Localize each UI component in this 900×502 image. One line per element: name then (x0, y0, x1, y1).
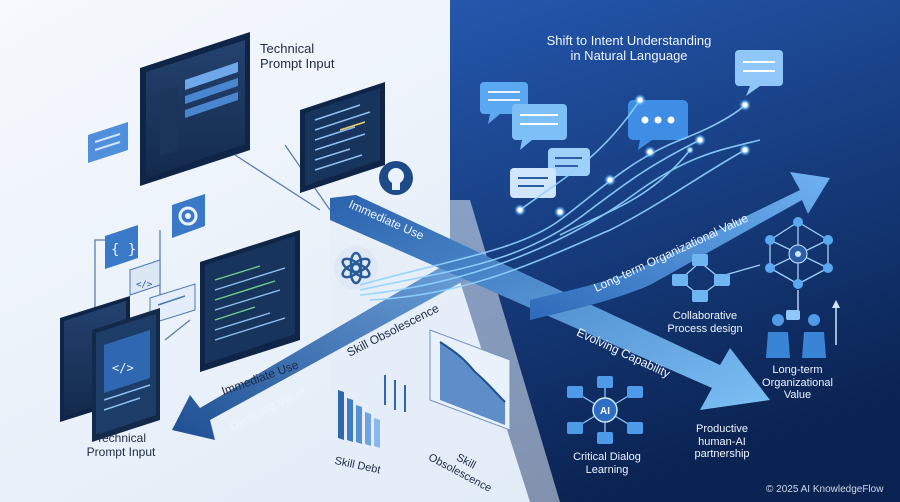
declining-chart-panel (429, 329, 511, 431)
code-monitor-middle (200, 230, 300, 372)
collaborative-network-icon (672, 254, 761, 302)
code-editor-panel (300, 82, 385, 193)
chat-bubble-icon (510, 168, 556, 198)
ai-hub-network: AI (567, 376, 643, 444)
svg-text:</>: </> (112, 361, 134, 375)
label-technical-prompt-top: Technical Prompt Input (260, 41, 335, 71)
typing-bubble-icon (628, 100, 688, 150)
chat-bubble-icon (735, 50, 783, 96)
people-handshake-icon (766, 290, 840, 358)
technical-prompt-monitor-top (140, 32, 250, 186)
svg-text:{ }: { } (111, 242, 136, 258)
gear-block-icon (172, 194, 205, 238)
small-code-tag-icon: </> (129, 259, 161, 296)
floating-cards (88, 122, 128, 163)
long-term-value-arrow (530, 172, 830, 320)
label-technical-prompt-bottom: Technical Prompt Input (86, 431, 156, 459)
chat-bubble-icon (548, 148, 590, 176)
github-icon (379, 161, 413, 195)
label-productive: Productive human-AI partnership (694, 423, 750, 461)
label-critical-dialog: Critical Dialog Learning (573, 451, 641, 476)
label-collaborative: Collaborative Process design (667, 310, 743, 335)
svg-text:</>: </> (136, 280, 153, 290)
technical-prompt-monitor-bottom: </> (60, 296, 160, 442)
code-brackets-icon: { } (105, 225, 138, 269)
label-long-term-value: Long-term Organizational Value (762, 364, 833, 402)
ai-hub-label: AI (600, 406, 610, 417)
chat-bubbles (480, 50, 783, 198)
skill-debt-bars (338, 375, 406, 448)
label-shift-title: Shift to Intent Understanding in Natural… (546, 33, 712, 63)
chat-bubble-icon (512, 104, 567, 150)
openai-logo-icon (334, 246, 378, 290)
copyright-text: © 2025 AI KnowledgeFlow (766, 484, 884, 495)
network-nodes (514, 94, 751, 218)
glowing-network (359, 99, 761, 301)
network-hub-icon (765, 217, 833, 289)
